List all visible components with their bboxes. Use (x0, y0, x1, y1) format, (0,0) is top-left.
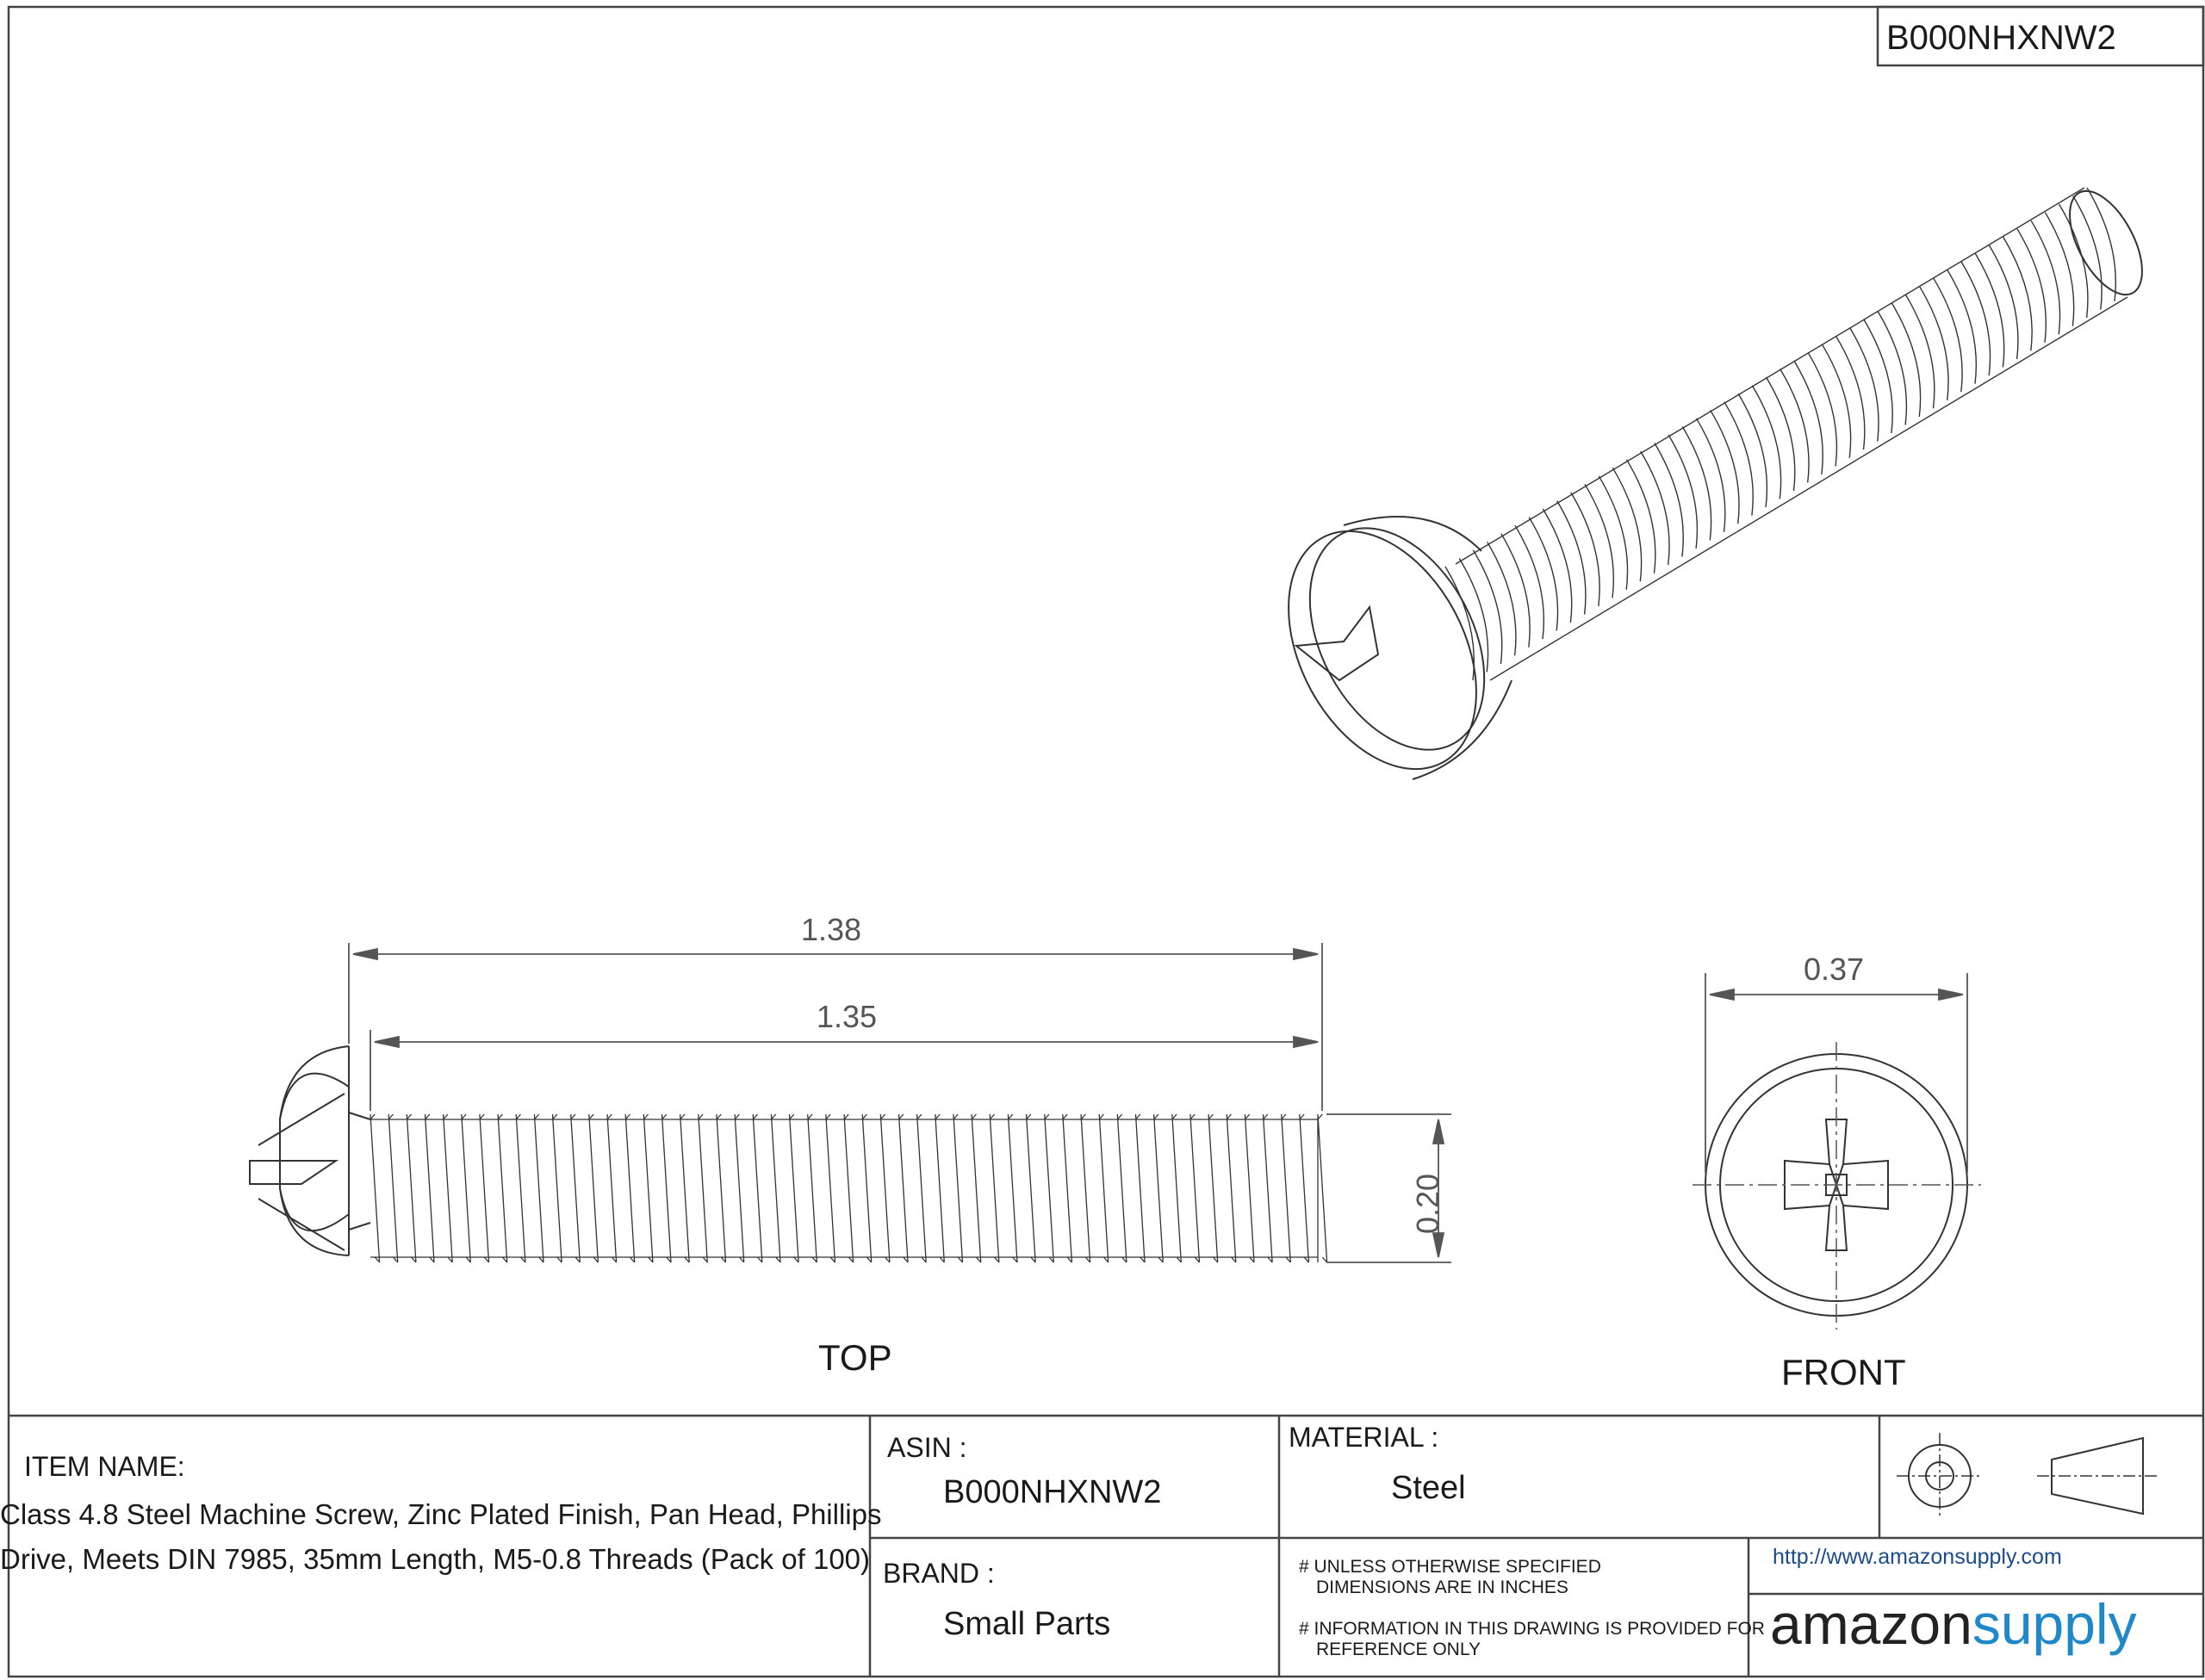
top-view-drawing (249, 1045, 1328, 1263)
brand-label: BRAND : (883, 1558, 995, 1589)
isometric-screw-view (1288, 187, 2143, 780)
amazonsupply-logo: amazonsupply (1770, 1596, 2137, 1652)
iso-thread-lines (1444, 187, 2128, 681)
note-units: # UNLESS OTHERWISE SPECIFIED DIMENSIONS … (1299, 1557, 1601, 1598)
website-link[interactable]: http://www.amazonsupply.com (1773, 1545, 2062, 1569)
material-label: MATERIAL : (1289, 1422, 1439, 1453)
item-name-line-2: Drive, Meets DIN 7985, 35mm Length, M5-0… (0, 1543, 871, 1575)
dimension-thread-length: 1.35 (817, 999, 878, 1034)
brand-value: Small Parts (943, 1606, 1111, 1642)
asin-label: ASIN : (887, 1432, 967, 1463)
view-label-front: FRONT (1781, 1352, 1906, 1392)
item-name-label: ITEM NAME: (24, 1451, 185, 1482)
material-value: Steel (1391, 1470, 1466, 1506)
note-units-line-2: DIMENSIONS ARE IN INCHES (1316, 1578, 1568, 1597)
note-reference: # INFORMATION IN THIS DRAWING IS PROVIDE… (1299, 1619, 1765, 1660)
iso-head-face (1288, 530, 1477, 771)
phillips-slot-side (249, 1160, 339, 1185)
projection-symbol-icon (1897, 1433, 2158, 1519)
iso-phillips-recess (1294, 604, 1380, 682)
dimension-lines (348, 943, 1968, 1263)
thread-lines (370, 1113, 1328, 1263)
iso-head-edge (1343, 516, 1512, 780)
dimension-head-diameter: 0.37 (1804, 952, 1865, 987)
iso-head-rim (1308, 527, 1486, 751)
note-reference-line-1: # INFORMATION IN THIS DRAWING IS PROVIDE… (1299, 1619, 1765, 1639)
sheet-frame (7, 5, 2205, 1678)
item-name-line-1: Class 4.8 Steel Machine Screw, Zinc Plat… (0, 1498, 882, 1530)
front-view-drawing (1693, 1042, 1981, 1330)
dimension-overall-length: 1.38 (801, 912, 862, 947)
note-units-line-1: # UNLESS OTHERWISE SPECIFIED (1299, 1557, 1601, 1577)
logo-supply: supply (1972, 1592, 2137, 1656)
part-number-header: B000NHXNW2 (1886, 19, 2116, 57)
asin-value: B000NHXNW2 (943, 1474, 1162, 1510)
iso-screw-tip (2069, 189, 2143, 296)
logo-amazon: amazon (1770, 1592, 1972, 1656)
dimension-thread-diameter: 0.20 (1410, 1173, 1446, 1235)
note-reference-line-2: REFERENCE ONLY (1316, 1640, 1481, 1659)
view-label-top: TOP (818, 1337, 892, 1378)
